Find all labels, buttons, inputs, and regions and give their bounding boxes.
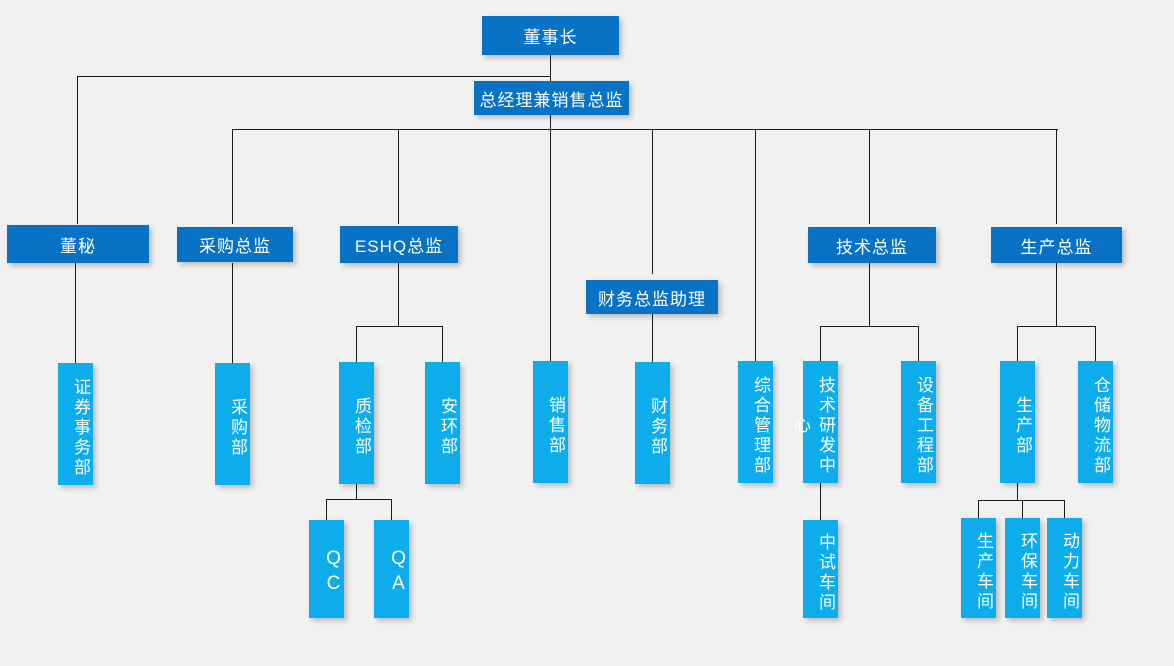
node-securities-affairs-dept[interactable]: 证券事务部 bbox=[58, 363, 93, 485]
connector-chairman-stem bbox=[550, 54, 551, 76]
connector-gm-to-finance-assistant bbox=[652, 129, 653, 274]
connector-qi-stem bbox=[356, 484, 357, 499]
node-power-workshop[interactable]: 动力车间 bbox=[1047, 518, 1082, 618]
node-environmental-workshop[interactable]: 环保车间 bbox=[1005, 518, 1040, 618]
connector-purchasing-director-to-dept bbox=[232, 263, 233, 363]
connector-gm-to-technical-director bbox=[869, 129, 870, 224]
connector-gm-to-general-management bbox=[755, 129, 756, 361]
node-technical-director[interactable]: 技术总监 bbox=[808, 227, 936, 263]
node-eshq-director[interactable]: ESHQ总监 bbox=[340, 226, 458, 263]
connector-tech-bus bbox=[820, 326, 919, 327]
node-qa[interactable]: QA bbox=[374, 520, 409, 618]
node-general-management-dept[interactable]: 综合管理部 bbox=[738, 361, 773, 483]
connector-eshq-bus bbox=[356, 326, 443, 327]
connector-qi-bus bbox=[326, 499, 392, 500]
connector-gm-to-production-director bbox=[1056, 129, 1057, 224]
node-finance-dept[interactable]: 财务部 bbox=[635, 362, 670, 484]
node-pilot-workshop[interactable]: 中试车间 bbox=[803, 520, 838, 618]
connector-qi-to-qc bbox=[326, 499, 327, 520]
connector-finance-assistant-to-dept bbox=[652, 314, 653, 362]
node-production-director[interactable]: 生产总监 bbox=[991, 227, 1122, 263]
connector-production-to-warehouse bbox=[1095, 326, 1096, 361]
connector-eshq-stem bbox=[398, 263, 399, 326]
node-gm-sales-director[interactable]: 总经理兼销售总监 bbox=[474, 81, 629, 115]
connector-eshq-to-safety-dept bbox=[442, 326, 443, 362]
connector-chairman-to-gm bbox=[550, 76, 551, 82]
connector-gm-to-sales-dept bbox=[550, 129, 551, 361]
node-finance-director-assistant[interactable]: 财务总监助理 bbox=[586, 280, 718, 314]
connector-production-to-dept bbox=[1017, 326, 1018, 361]
connector-to-power-workshop bbox=[1064, 500, 1065, 518]
node-sales-dept[interactable]: 销售部 bbox=[533, 361, 568, 483]
connector-production-dept-stem bbox=[1017, 483, 1018, 500]
connector-to-production-workshop bbox=[978, 500, 979, 518]
connector-rnd-to-pilot-workshop bbox=[820, 483, 821, 520]
connector-production-dept-bus bbox=[978, 500, 1065, 501]
node-rnd-center[interactable]: 技术研发中心 bbox=[791, 361, 838, 483]
connector-chairman-to-board-secretary bbox=[77, 76, 78, 224]
connector-gm-to-eshq-director bbox=[398, 129, 399, 224]
node-safety-environment-dept[interactable]: 安环部 bbox=[425, 362, 460, 484]
connector-tech-to-rnd bbox=[820, 326, 821, 361]
node-production-dept[interactable]: 生产部 bbox=[1000, 361, 1035, 483]
connector-eshq-to-qi-dept bbox=[356, 326, 357, 362]
node-qc[interactable]: QC bbox=[309, 520, 344, 618]
node-production-workshop[interactable]: 生产车间 bbox=[961, 518, 996, 618]
node-warehouse-logistics-dept[interactable]: 仓储物流部 bbox=[1078, 361, 1113, 483]
node-equipment-engineering-dept[interactable]: 设备工程部 bbox=[901, 361, 936, 483]
connector-chairman-bus bbox=[77, 76, 551, 77]
connector-board-secretary-to-securities bbox=[75, 263, 76, 363]
node-purchasing-dept[interactable]: 采购部 bbox=[215, 363, 250, 485]
connector-production-director-bus bbox=[1017, 326, 1095, 327]
connector-gm-stem bbox=[550, 114, 551, 129]
connector-production-director-stem bbox=[1056, 263, 1057, 326]
connector-qi-to-qa bbox=[391, 499, 392, 520]
node-chairman[interactable]: 董事长 bbox=[482, 16, 619, 55]
connector-to-environmental-workshop bbox=[1022, 500, 1023, 518]
node-quality-inspection-dept[interactable]: 质检部 bbox=[339, 362, 374, 484]
connector-gm-to-purchasing-director bbox=[232, 129, 233, 224]
connector-tech-to-equipment bbox=[918, 326, 919, 361]
connector-gm-bus bbox=[232, 129, 1058, 130]
node-purchasing-director[interactable]: 采购总监 bbox=[177, 227, 293, 262]
connector-tech-stem bbox=[869, 263, 870, 326]
node-board-secretary[interactable]: 董秘 bbox=[7, 225, 149, 263]
